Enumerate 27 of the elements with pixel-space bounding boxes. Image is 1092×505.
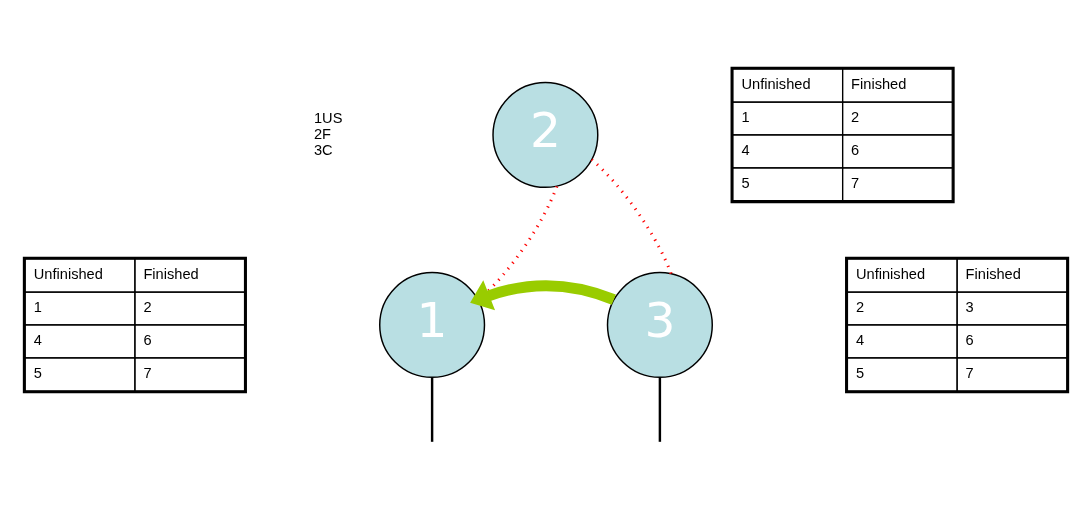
label: 1 — [33, 299, 42, 316]
label: 6 — [965, 332, 974, 349]
label: Finished — [965, 266, 1021, 283]
label: 1US — [313, 109, 343, 126]
label: 2 — [851, 109, 860, 126]
label: 4 — [741, 142, 750, 159]
label: 7 — [965, 365, 974, 382]
label: 7 — [143, 365, 152, 382]
label: Unfinished — [33, 266, 103, 283]
label: 7 — [851, 175, 860, 192]
label: 6 — [851, 142, 860, 159]
label: 2F — [313, 125, 332, 142]
label: 4 — [33, 332, 42, 349]
label: 5 — [741, 175, 750, 192]
label: 4 — [856, 332, 865, 349]
label: Unfinished — [741, 76, 811, 93]
label: 5 — [33, 365, 42, 382]
label: 6 — [143, 332, 152, 349]
label: Finished — [143, 266, 199, 283]
label: 1 — [741, 109, 750, 126]
label: 2 — [856, 299, 865, 316]
label: 3 — [965, 299, 974, 316]
label: Finished — [851, 76, 907, 93]
label: 3C — [313, 141, 333, 158]
label: 5 — [856, 365, 865, 382]
label: Unfinished — [856, 266, 926, 283]
label: 2 — [143, 299, 152, 316]
